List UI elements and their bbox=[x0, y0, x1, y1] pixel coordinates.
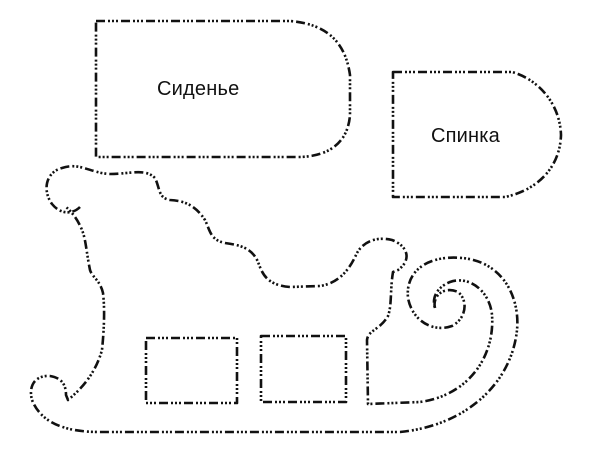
seat-piece-outline bbox=[94, 19, 352, 159]
back-piece-outline bbox=[391, 70, 563, 199]
sled-body-outline bbox=[29, 164, 519, 434]
sled-window-right bbox=[259, 334, 348, 404]
sled-window-left bbox=[144, 336, 239, 405]
seat-piece-label: Сиденье bbox=[157, 78, 240, 100]
back-piece-label: Спинка bbox=[431, 125, 501, 147]
